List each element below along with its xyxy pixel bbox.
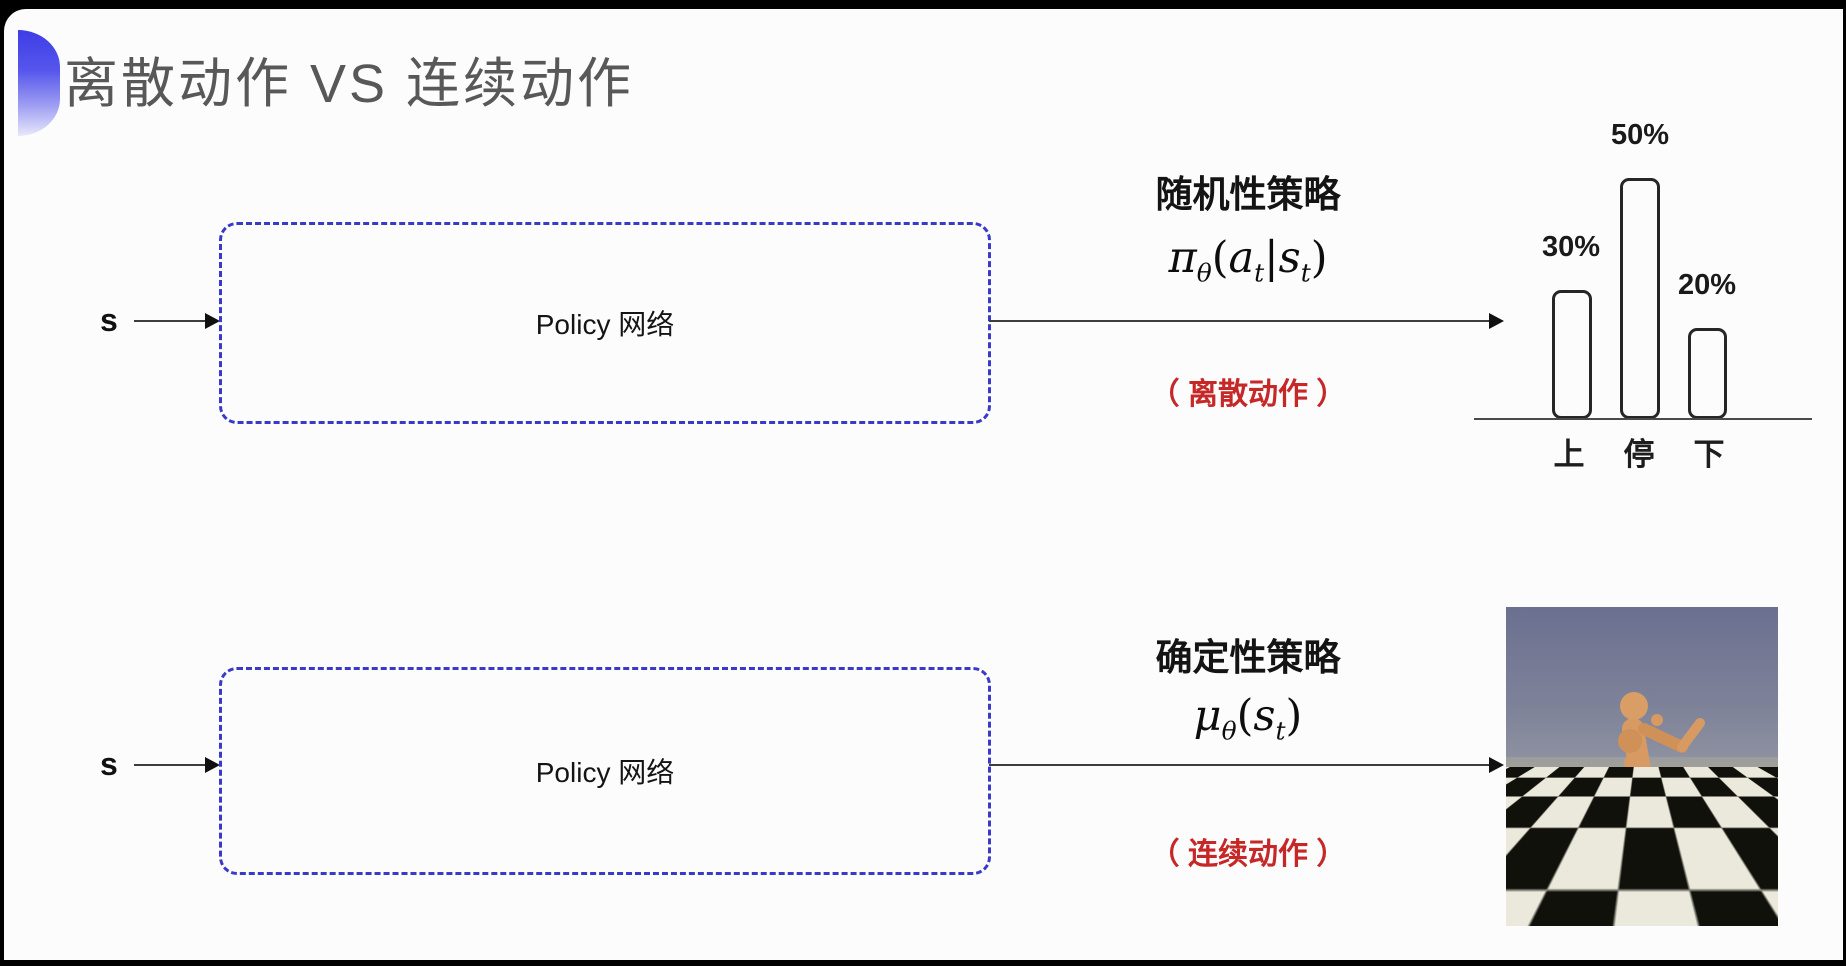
formula-s: s <box>1253 691 1276 741</box>
arrowhead-icon <box>205 757 220 773</box>
continuous-action-note: （ 连续动作 ） <box>1149 838 1347 871</box>
arrow-policy-to-output-discrete <box>989 320 1491 322</box>
bar-down <box>1688 328 1727 419</box>
arrowhead-icon <box>1489 313 1504 329</box>
policy-network-label: Policy 网络 <box>535 309 675 340</box>
bar-value-down: 20% <box>1677 269 1737 301</box>
bar-category-down: 下 <box>1693 437 1725 472</box>
bar-category-up: 上 <box>1553 437 1585 472</box>
formula-t-sub: t <box>1300 258 1311 288</box>
stochastic-policy-title: 随机性策略 <box>1155 174 1341 215</box>
title-accent-blob-icon <box>18 30 60 136</box>
humanoid-robot-figure <box>1595 692 1705 884</box>
formula-theta-sub: θ <box>1221 716 1237 746</box>
arrow-policy-to-output-continuous <box>989 764 1491 766</box>
formula-s: s <box>1278 233 1301 283</box>
arrow-s-to-policy-discrete <box>134 320 208 322</box>
formula-deterministic-policy: μθ(st) <box>1118 691 1378 746</box>
policy-network-box-continuous: Policy 网络 <box>219 667 991 875</box>
bar-stop <box>1620 178 1660 419</box>
arrowhead-icon <box>205 313 220 329</box>
bar-up <box>1552 290 1592 419</box>
formula-pipe: | <box>1264 233 1279 283</box>
formula-mu: μ <box>1193 691 1222 741</box>
formula-t-sub: t <box>1275 716 1286 746</box>
state-input-label-continuous: s <box>100 746 118 782</box>
bar-value-up: 30% <box>1541 231 1601 263</box>
arrow-s-to-policy-continuous <box>134 764 208 766</box>
formula-rparen: ) <box>1310 233 1328 283</box>
page-title: 离散动作 VS 连续动作 <box>64 54 635 114</box>
discrete-action-note: （ 离散动作 ） <box>1149 378 1347 411</box>
state-input-label-discrete: s <box>100 302 118 338</box>
policy-network-box-discrete: Policy 网络 <box>219 222 991 424</box>
formula-rparen: ) <box>1285 691 1303 741</box>
formula-a: a <box>1228 233 1255 283</box>
deterministic-policy-title: 确定性策略 <box>1155 637 1341 678</box>
formula-stochastic-policy: πθ(at|st) <box>1118 233 1378 288</box>
bar-value-stop: 50% <box>1610 119 1670 151</box>
chart-baseline <box>1474 418 1812 420</box>
arrowhead-icon <box>1489 757 1504 773</box>
formula-lparen: ( <box>1211 233 1229 283</box>
formula-pi: π <box>1168 233 1197 283</box>
formula-t-sub: t <box>1254 258 1265 288</box>
policy-network-label: Policy 网络 <box>535 757 675 788</box>
bar-category-stop: 停 <box>1623 437 1655 472</box>
formula-theta-sub: θ <box>1196 258 1212 288</box>
formula-lparen: ( <box>1236 691 1254 741</box>
humanoid-simulation-image <box>1506 607 1778 926</box>
slide-canvas: 离散动作 VS 连续动作 s Policy 网络 随机性策略 πθ(at|st)… <box>4 9 1843 960</box>
